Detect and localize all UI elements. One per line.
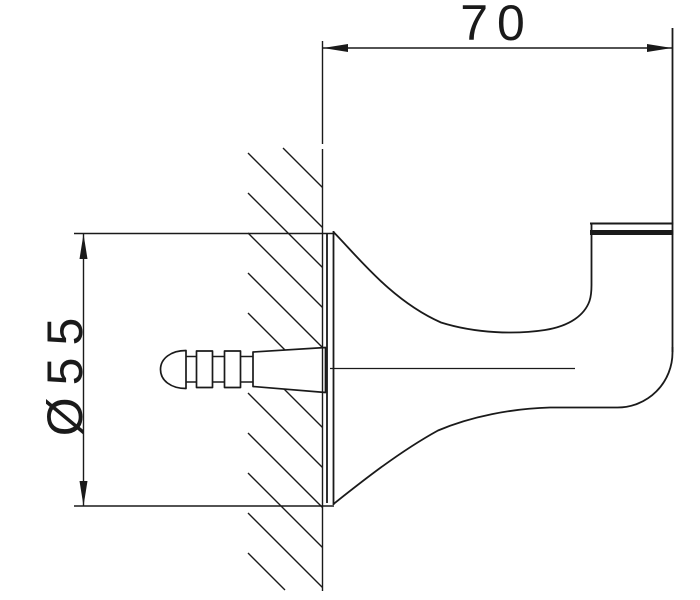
- bracket-body: [326, 28, 674, 505]
- arrowhead-top: [79, 234, 88, 259]
- anchor-mask: [184, 349, 253, 389]
- dimension-depth-70: 70: [322, 0, 673, 52]
- arrowhead-bottom: [79, 481, 88, 506]
- screw-anchor: [159, 346, 327, 394]
- anchor-ring-1: [195, 350, 214, 389]
- dimension-diameter-55: Ø55: [37, 232, 335, 507]
- screw-dome-head: [159, 349, 187, 390]
- anchor-ring-2: [223, 350, 242, 389]
- body-top-profile: [332, 223, 593, 334]
- anchor-sleeve: [252, 346, 327, 394]
- body-bottom-profile: [332, 347, 674, 505]
- dimension-label-diameter: Ø55: [37, 306, 93, 437]
- arrowhead-left: [323, 44, 348, 52]
- extension-lines-55: [74, 232, 335, 507]
- arrowhead-right: [647, 44, 672, 52]
- dimension-label-70: 70: [460, 0, 534, 51]
